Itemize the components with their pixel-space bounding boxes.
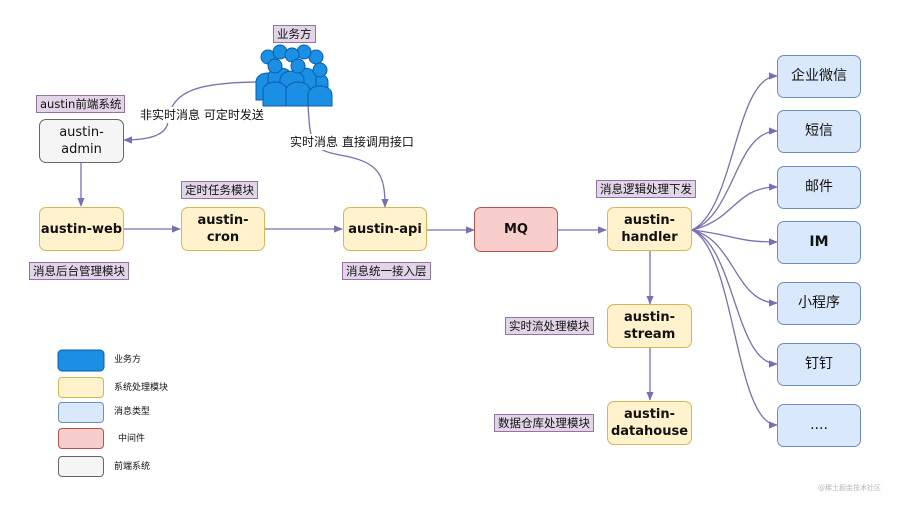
- edge-handler-to-wechat: [691, 72, 778, 231]
- label-non-realtime: 非实时消息 可定时发送: [140, 107, 264, 123]
- channel-email: 邮件: [777, 166, 861, 209]
- label-api-module: 消息统一接入层: [342, 262, 431, 280]
- legend-business-label: 业务方: [114, 355, 142, 365]
- edge-handler-to-more: [691, 229, 778, 429]
- label-frontend-system: austin前端系统: [36, 95, 126, 113]
- austin-stream-node: austin- stream: [607, 304, 692, 348]
- legend-frontend-swatch: [58, 456, 104, 477]
- austin-api-node: austin-api: [343, 207, 427, 251]
- channel-dingtalk: 钉钉: [777, 343, 861, 386]
- channel-more: ....: [777, 404, 861, 447]
- austin-admin-node: austin-admin: [39, 119, 124, 163]
- legend-system-swatch: [58, 377, 104, 398]
- edge-business-to-api: [307, 103, 389, 208]
- edge-handler-to-im: [691, 229, 778, 246]
- business-people-icon: [255, 44, 333, 107]
- edge-handler-to-miniapp: [691, 229, 778, 307]
- watermark: @稀土掘金技术社区: [818, 484, 881, 492]
- edge-handler-to-dingtalk: [691, 229, 778, 368]
- legend-middleware-label: 中间件: [118, 434, 146, 444]
- label-business: 业务方: [273, 25, 316, 43]
- mq-node: MQ: [474, 207, 558, 252]
- legend-frontend-label: 前端系统: [114, 462, 151, 472]
- austin-cron-node: austin-cron: [181, 207, 265, 251]
- austin-datahouse-node: austin- datahouse: [607, 401, 692, 445]
- label-realtime: 实时消息 直接调用接口: [290, 134, 414, 150]
- austin-handler-node: austin- handler: [607, 207, 692, 251]
- label-stream-module: 实时流处理模块: [505, 317, 594, 335]
- label-cron-module: 定时任务模块: [181, 181, 258, 199]
- edge-handler-to-sms: [691, 127, 778, 231]
- label-web-module: 消息后台管理模块: [29, 262, 129, 280]
- channel-sms: 短信: [777, 110, 861, 153]
- austin-web-node: austin-web: [39, 207, 124, 251]
- legend-business-swatch: [57, 349, 105, 372]
- legend-system-label: 系统处理模块: [114, 383, 169, 393]
- edge-handler-to-email: [691, 183, 778, 231]
- label-handler-module: 消息逻辑处理下发: [596, 180, 696, 198]
- channel-mini-program: 小程序: [777, 282, 861, 325]
- channel-enterprise-wechat: 企业微信: [777, 55, 861, 98]
- channel-im: IM: [777, 221, 861, 264]
- legend-message-swatch: [58, 402, 104, 423]
- legend-middleware-swatch: [58, 428, 104, 449]
- legend-message-label: 消息类型: [114, 407, 151, 417]
- label-datahouse-module: 数据仓库处理模块: [494, 414, 594, 432]
